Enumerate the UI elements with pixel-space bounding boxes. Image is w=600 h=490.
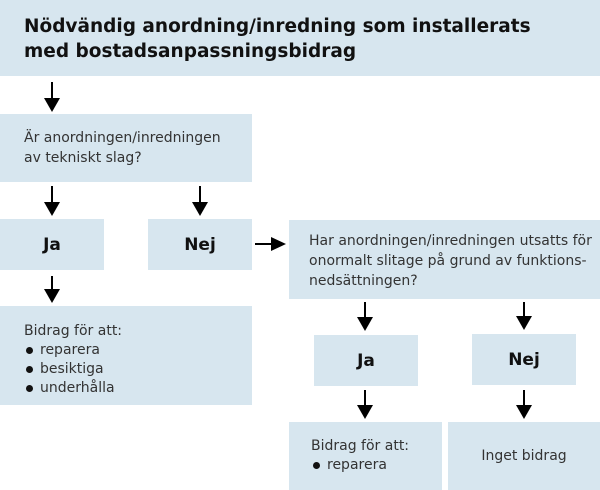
outcome-text: Inget bidrag — [481, 448, 567, 464]
outcome-heading: Bidrag för att: — [24, 323, 123, 339]
arrow-right-icon — [255, 237, 286, 251]
question2-line-1: Har anordningen/inredningen utsatts för — [309, 233, 592, 249]
arrow-down-icon — [357, 302, 373, 331]
outcome-list: reparera — [311, 456, 442, 475]
outcome-list: reparera besiktiga underhålla — [24, 341, 252, 398]
question-wear-box: Har anordningen/inredningen utsatts för … — [289, 220, 600, 299]
outcome-wear-yes-box: Bidrag för att: reparera — [289, 422, 442, 490]
title-line-2: med bostadsanpassningsbidrag — [24, 41, 357, 62]
arrow-down-icon — [44, 276, 60, 303]
list-item: besiktiga — [24, 360, 252, 379]
answer-no-technical: Nej — [148, 219, 252, 270]
outcome-technical-box: Bidrag för att: reparera besiktiga under… — [0, 306, 252, 405]
arrow-down-icon — [44, 186, 60, 216]
question-technical-box: Är anordningen/inredningen av tekniskt s… — [0, 114, 252, 182]
answer-yes-technical: Ja — [0, 219, 104, 270]
arrow-down-icon — [357, 390, 373, 419]
question2-line-2: onormalt slitage på grund av funktions- — [309, 253, 587, 269]
arrow-down-icon — [516, 302, 532, 330]
answer-no-wear: Nej — [472, 334, 576, 385]
list-item: reparera — [24, 341, 252, 360]
list-item: reparera — [311, 456, 442, 475]
question2-line-3: nedsättningen? — [309, 273, 418, 289]
question1-line-2: av tekniskt slag? — [24, 150, 142, 166]
arrow-down-icon — [516, 390, 532, 419]
title-line-1: Nödvändig anordning/inredning som instal… — [24, 16, 531, 37]
arrow-down-icon — [44, 82, 60, 112]
outcome-wear-no-box: Inget bidrag — [448, 422, 600, 490]
question1-line-1: Är anordningen/inredningen — [24, 130, 221, 146]
list-item: underhålla — [24, 379, 252, 398]
answer-yes-wear: Ja — [314, 335, 418, 386]
flowchart-title-box: Nödvändig anordning/inredning som instal… — [0, 0, 600, 76]
arrow-down-icon — [192, 186, 208, 216]
outcome-heading: Bidrag för att: — [311, 438, 410, 454]
